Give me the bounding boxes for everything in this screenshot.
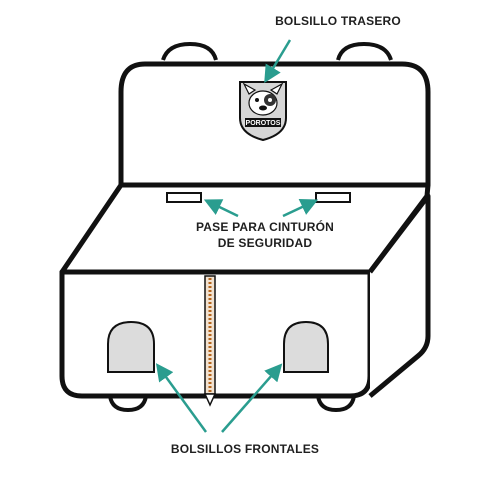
zipper-pull — [203, 393, 217, 407]
arrow-belt-left — [203, 199, 239, 218]
belt-slot-left — [166, 192, 202, 203]
front-pocket-right — [283, 320, 329, 373]
label-front-pockets: BOLSILLOS FRONTALES — [170, 442, 320, 456]
headrest-tab-left — [161, 41, 218, 61]
front-panel-side — [368, 193, 431, 398]
french-bulldog-icon — [242, 82, 284, 116]
label-back-pocket: BOLSILLO TRASERO — [275, 14, 401, 28]
arrow-belt-right — [282, 199, 319, 218]
label-belt-pass: PASE PARA CINTURÓN — [195, 220, 335, 234]
brand-badge: POROTOS — [239, 81, 287, 142]
headrest-tab-right — [336, 41, 393, 61]
arrow-front-left — [155, 363, 208, 433]
arrow-front-right — [221, 363, 283, 433]
bottom-tab-left — [108, 395, 148, 413]
bottom-tab-right — [316, 395, 356, 413]
arrow-back-pocket — [264, 39, 292, 84]
label-belt-pass-2: DE SEGURIDAD — [217, 236, 313, 250]
brand-name: POROTOS — [246, 120, 281, 127]
belt-slot-right — [315, 192, 351, 203]
front-pocket-left — [107, 320, 155, 373]
